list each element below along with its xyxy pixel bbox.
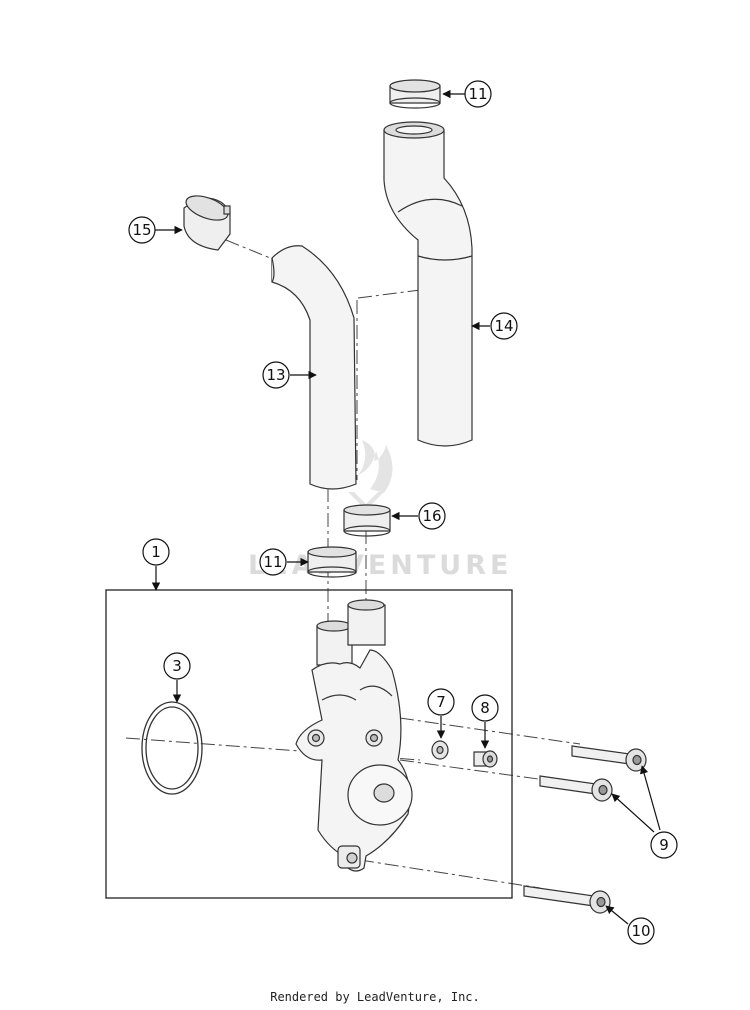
- part-13-hose: [271, 245, 357, 490]
- callout-label: 1: [151, 543, 161, 561]
- watermark: LEADVENTURE: [248, 440, 512, 581]
- callout-10: 10: [627, 917, 655, 945]
- callout-1: 1: [142, 538, 170, 566]
- callout-label: 3: [172, 657, 182, 675]
- part-11-top-clamp: [389, 79, 441, 109]
- callout-11-top: 11: [464, 80, 492, 108]
- callout-16: 16: [418, 502, 446, 530]
- callout-7: 7: [427, 688, 455, 716]
- callout-label: 14: [494, 317, 513, 335]
- pump-housing: [295, 599, 413, 872]
- part-8-sleeve: [473, 750, 498, 768]
- callout-9: 9: [650, 831, 678, 859]
- part-7-washer: [431, 740, 449, 760]
- callout-15: 15: [128, 216, 156, 244]
- callout-8: 8: [471, 694, 499, 722]
- part-3-o-ring: [141, 701, 203, 795]
- callout-label: 8: [480, 699, 490, 717]
- callout-label: 11: [263, 553, 282, 571]
- part-14-hose: [383, 121, 473, 447]
- leader-lines: [151, 89, 661, 925]
- callout-14: 14: [490, 312, 518, 340]
- callout-label: 13: [266, 366, 285, 384]
- part-11-bottom-clamp: [307, 546, 357, 578]
- part-10-bolt: [523, 885, 611, 914]
- part-15-clamp: [183, 195, 231, 251]
- callout-label: 9: [659, 836, 669, 854]
- callout-label: 16: [422, 507, 441, 525]
- callout-label: 15: [132, 221, 151, 239]
- kit-box: [105, 589, 513, 899]
- part-9-bolts: [539, 745, 647, 802]
- callout-label: 11: [468, 85, 487, 103]
- watermark-text: LEADVENTURE: [248, 550, 512, 581]
- callout-label: 7: [436, 693, 446, 711]
- callout-13: 13: [262, 361, 290, 389]
- callout-label: 10: [631, 922, 650, 940]
- footer-credit: Rendered by LeadVenture, Inc.: [270, 990, 480, 1004]
- callout-11-bottom: 11: [259, 548, 287, 576]
- callout-3: 3: [163, 652, 191, 680]
- part-16-clamp: [343, 504, 391, 537]
